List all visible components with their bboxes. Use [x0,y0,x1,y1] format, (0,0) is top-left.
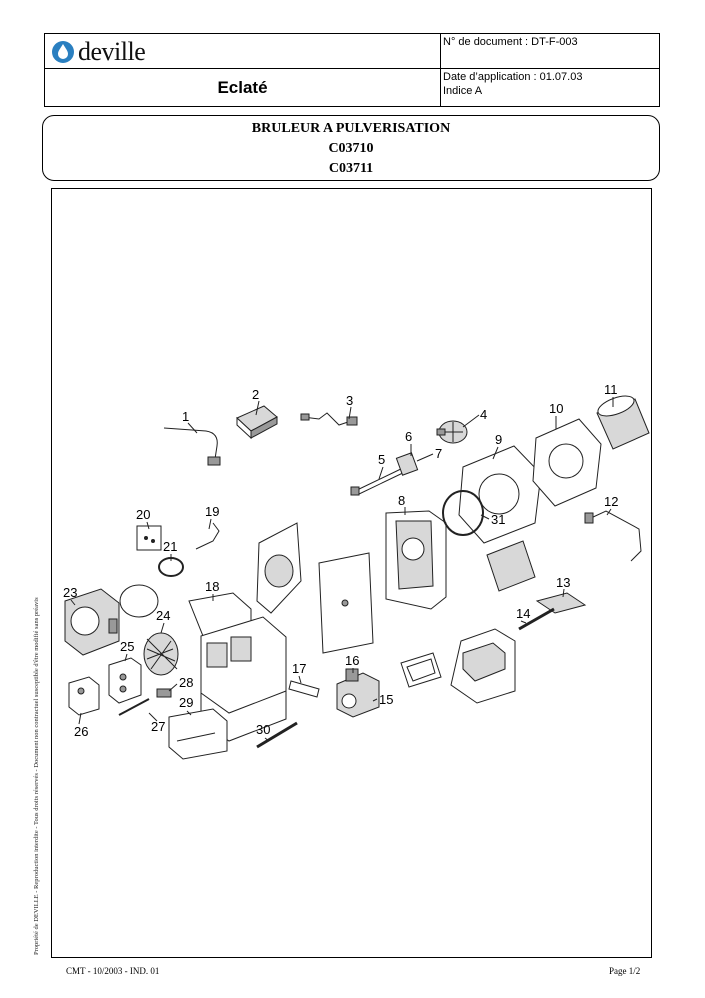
side-panel [256,522,302,614]
part-19-clip [195,522,220,550]
part-17-filter [288,680,320,698]
callout-31: 31 [491,512,505,527]
callout-23: 23 [63,585,77,600]
banner-model-1: C03710 [328,141,374,156]
callout-21: 21 [163,539,177,554]
part-11-flame-tube [596,395,650,450]
index-line: Indice A [443,85,483,97]
part-12-cable [584,510,642,562]
title-banner: BRULEUR A PULVERISATION C03710 C03711 [42,115,660,181]
side-legal-note: Propriété de DEVILLE - Reproduction inte… [33,597,40,955]
access-panel [318,552,374,654]
callout-11: 11 [604,382,618,397]
leader-lines [70,397,614,742]
part-5-nozzle-line [350,466,408,496]
header-divider-vertical [440,34,441,106]
part-2-block [236,405,278,440]
part-10-plate [532,418,602,507]
document-number: N° de document : DT-F-003 [443,36,578,48]
deville-logo: deville [51,37,146,67]
callout-28: 28 [179,675,193,690]
drop-logo-icon [52,41,74,63]
part-13-plate [535,592,587,614]
callout-16: 16 [345,653,359,668]
part-4-fan-cap [436,420,468,444]
flap [486,540,536,592]
part-24-fan-wheel [143,632,179,676]
callout-5: 5 [378,452,385,467]
part-22-ring [119,584,159,618]
callout-6: 6 [405,429,412,444]
callout-10: 10 [549,401,563,416]
banner-title: BRULEUR A PULVERISATION [251,121,451,136]
part-29-cover [168,708,228,760]
part-3-cable [300,412,358,426]
callout-20: 20 [136,507,150,522]
part-27-screw [118,698,150,716]
callout-14: 14 [516,606,530,621]
callout-13: 13 [556,575,570,590]
part-18-body [188,592,287,742]
callout-18: 18 [205,579,219,594]
banner-model-2: C03711 [328,161,374,176]
callout-29: 29 [179,695,193,710]
logo-text: deville [78,37,146,66]
part-26-base [68,676,100,716]
callout-17: 17 [292,661,306,676]
date-line: Date d’application : 01.07.03 [443,71,583,83]
callout-3: 3 [346,393,353,408]
part-30-rod [256,721,298,749]
callout-15: 15 [379,692,393,707]
footer-page-number: Page 1/2 [609,966,641,976]
header-table: deville Eclaté N° de document : DT-F-003… [44,33,660,107]
callout-19: 19 [205,504,219,519]
exploded-view-diagram: 1 2 3 4 5 6 7 8 9 10 11 12 13 14 15 16 1… [63,382,650,760]
part-9-gasket [458,445,542,544]
callout-26: 26 [74,724,88,739]
part-28-nut [156,688,172,698]
air-intake [450,628,516,704]
document-title: Eclaté [217,78,268,97]
callout-7: 7 [435,446,442,461]
callout-12: 12 [604,494,618,509]
part-1-cable [163,427,221,466]
callout-24: 24 [156,608,170,623]
callout-8: 8 [398,493,405,508]
part-16-valve [345,668,359,682]
footer-revision: CMT - 10/2003 - IND. 01 [66,966,160,976]
part-23-motor [64,588,120,656]
callout-9: 9 [495,432,502,447]
part-25-control-box [108,657,142,704]
callout-30: 30 [256,722,270,737]
gasket-small [400,652,442,688]
callout-25: 25 [120,639,134,654]
part-6-electrode [395,452,419,476]
callout-4: 4 [480,407,487,422]
callout-1: 1 [182,409,189,424]
part-31-ring [442,490,484,536]
part-20-plate [136,525,162,551]
callout-27: 27 [151,719,165,734]
exploded-view-frame: 1 2 3 4 5 6 7 8 9 10 11 12 13 14 15 16 1… [51,188,652,958]
callout-2: 2 [252,387,259,402]
part-14-rod [518,607,555,631]
part-15-pump [336,672,380,718]
part-8-housing [385,510,447,610]
application-date: Date d’application : 01.07.03 Indice A [443,70,582,98]
header-divider-horizontal [45,68,659,69]
